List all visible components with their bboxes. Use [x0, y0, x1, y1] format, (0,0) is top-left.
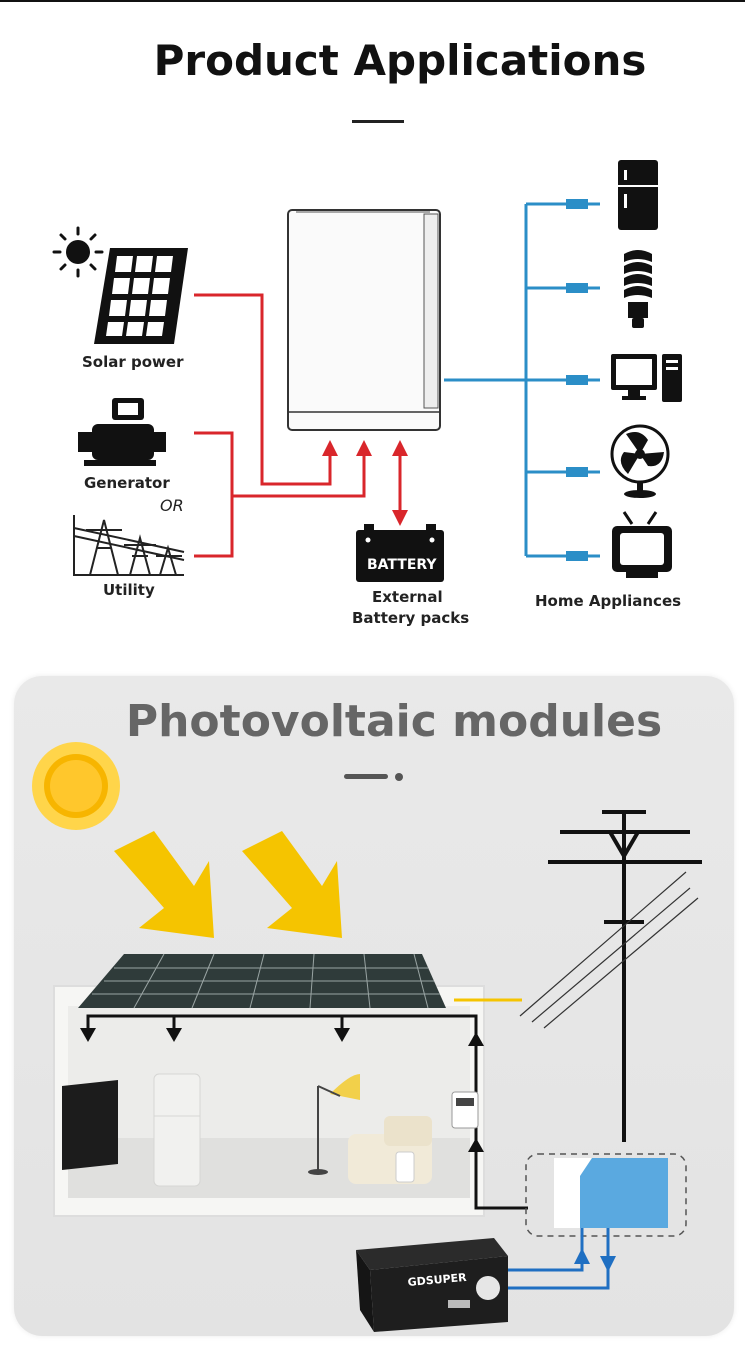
inverter-unit: [287, 209, 441, 431]
light-bulb-icon: [624, 250, 652, 328]
external-label: External: [372, 588, 443, 606]
plug-connectors: [566, 199, 588, 561]
sun-icon: [52, 226, 104, 278]
fridge-icon: [618, 160, 658, 230]
battery-lines: [506, 1228, 610, 1290]
electric-meter-icon: [451, 1091, 479, 1129]
pv-illustration: GDSUPER: [32, 742, 702, 1332]
solar-power-label: Solar power: [82, 353, 184, 371]
inverter-box-icon: [554, 1158, 668, 1228]
title-accent-bar: [344, 774, 388, 779]
floor-lamp-icon: [308, 1074, 360, 1175]
page-title: Product Applications: [153, 36, 647, 85]
battery-brand-text: GDSUPER: [407, 1271, 467, 1289]
inverter-enclosure: [525, 1153, 687, 1237]
wiring-arrowheads: [80, 1028, 484, 1152]
home-appliances-label: Home Appliances: [535, 592, 682, 610]
utility-pylon-icon: [73, 515, 185, 576]
or-label: OR: [160, 496, 184, 515]
input-power-lines: [194, 293, 366, 558]
photovoltaic-panel: Photovoltaic modules: [14, 676, 734, 1336]
battery-line-arrowheads: [574, 1248, 616, 1272]
gdsuper-battery-icon: [356, 1238, 508, 1332]
wall-tv-icon: [62, 1080, 118, 1170]
battery-icon-text: BATTERY: [367, 557, 437, 573]
fan-icon: [610, 424, 670, 498]
fridge-illustration: [153, 1073, 201, 1187]
input-arrowheads: [322, 440, 408, 526]
system-diagram: [52, 160, 682, 582]
generator-label: Generator: [84, 474, 170, 492]
power-lines: [519, 871, 699, 1029]
sun-illustration: [32, 742, 120, 830]
solar-panel-icon: [94, 248, 188, 344]
title-accent-dot: [395, 773, 403, 781]
battery-icon: [356, 524, 444, 582]
sunlight-arrow-icon: [114, 831, 342, 938]
photovoltaic-title: Photovoltaic modules: [125, 696, 663, 747]
battery-packs-label: Battery packs: [352, 609, 470, 627]
title-underline: [352, 120, 404, 123]
computer-icon: [611, 354, 682, 402]
sofa-icon: [348, 1116, 432, 1184]
generator-icon: [78, 398, 166, 466]
output-power-lines: [444, 202, 600, 558]
solar-array: [78, 953, 446, 1009]
utility-label: Utility: [103, 581, 155, 599]
tv-icon: [612, 511, 672, 578]
top-divider-line: [0, 0, 745, 2]
utility-pole-icon: [548, 810, 702, 1142]
